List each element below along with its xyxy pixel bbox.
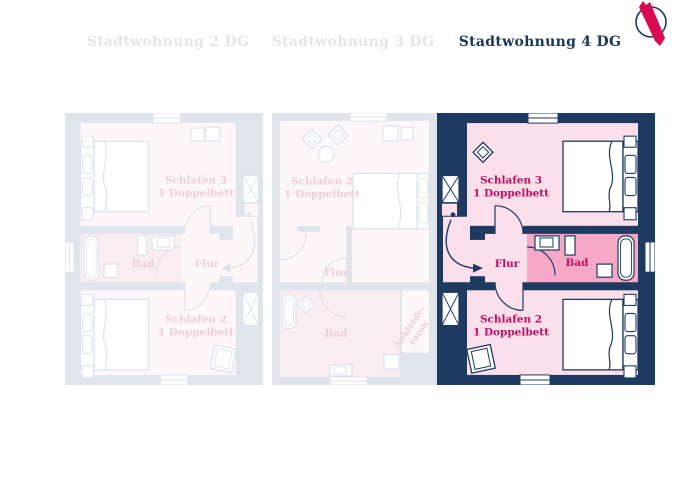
tab-stadtwohnung-4-dg[interactable]: Stadtwohnung 4 DG bbox=[458, 34, 622, 50]
room-label-flur: Flur bbox=[495, 258, 520, 270]
room-label-schlafen2: Schlafen 2 bbox=[480, 314, 542, 326]
nightstand-icon bbox=[400, 126, 414, 141]
window-icon bbox=[349, 113, 388, 122]
sink-icon bbox=[329, 364, 353, 377]
room-label-schlafen3-bed: 1 Doppelbett bbox=[158, 188, 234, 200]
room-label-bad: Bad bbox=[132, 258, 156, 270]
room-label-schlafen2: Schlafen 2 bbox=[165, 314, 227, 326]
room-label-schlafen3-bed: 1 Doppelbett bbox=[473, 188, 549, 200]
floorplan-faded-middle: Schlafen 2 1 Doppelbett Flur Bad Ankleid… bbox=[272, 113, 437, 385]
window-icon bbox=[329, 376, 368, 385]
nightstand-icon bbox=[205, 126, 221, 142]
room-label-schlafen2-bed: 1 Doppelbett bbox=[473, 327, 549, 339]
room-label-schlafen3: Schlafen 3 bbox=[480, 174, 542, 186]
room-label-schlafen3: Schlafen 3 bbox=[165, 174, 227, 186]
room-ankleideraum bbox=[402, 290, 429, 353]
tab-stadtwohnung-2-dg[interactable]: Stadtwohnung 2 DG bbox=[86, 34, 250, 50]
toilet-icon bbox=[383, 354, 400, 370]
room-label-bad: Bad bbox=[566, 257, 590, 269]
room-label-schlafen2-bed: 1 Doppelbett bbox=[284, 189, 360, 201]
nightstand-icon bbox=[190, 127, 205, 142]
door-arcs bbox=[279, 233, 347, 318]
door-pivot-icon bbox=[296, 226, 302, 232]
logo-ribbon bbox=[639, 1, 665, 46]
bathtub-icon bbox=[281, 293, 297, 330]
double-bed-icon bbox=[352, 172, 430, 230]
room-label-schlafen2: Schlafen 2 bbox=[291, 175, 353, 187]
room-label-flur: Flur bbox=[195, 258, 220, 270]
floorplan-active-stadtwohnung-4-dg: Schlafen 3 1 Doppelbett Flur Bad Schlafe… bbox=[437, 113, 655, 385]
floorplan-faded-left: Schlafen 3 1 Doppelbett Bad Flur Schlafe… bbox=[65, 113, 263, 385]
room-label-bad: Bad bbox=[325, 328, 349, 340]
room-label-schlafen2-bed: 1 Doppelbett bbox=[158, 327, 234, 339]
ribbon-circle-logo bbox=[635, 1, 667, 46]
nightstand-icon bbox=[382, 125, 399, 142]
table-icon bbox=[317, 145, 335, 163]
room-label-flur: Flur bbox=[324, 267, 349, 279]
tab-stadtwohnung-3-dg[interactable]: Stadtwohnung 3 DG bbox=[271, 34, 435, 50]
